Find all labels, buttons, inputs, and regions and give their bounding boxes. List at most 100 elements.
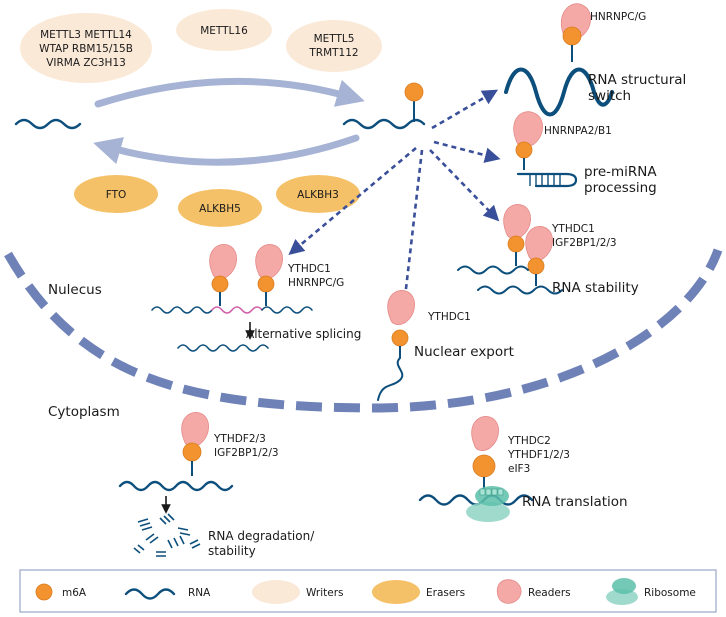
reader-hnrnpc-splice	[255, 244, 283, 280]
readers-structural: HNRNPC/G	[590, 11, 646, 23]
rna-structural	[504, 67, 614, 117]
legend-ribosome-label: Ribosome	[644, 587, 696, 599]
legend-readers-icon	[496, 579, 522, 604]
readers-stab-1: YTHDC1	[551, 223, 595, 235]
legend-writers-label: Writers	[306, 587, 344, 599]
erasing-arrow	[93, 134, 360, 166]
label-deg-2: stability	[208, 544, 256, 558]
nuclear-membrane	[4, 248, 723, 413]
label-mirna-2: processing	[584, 180, 657, 196]
readers-deg-2: IGF2BP1/2/3	[214, 447, 279, 459]
reader-hnrnpa2	[513, 111, 543, 148]
legend-erasers-icon	[372, 580, 420, 604]
arrow-to-export	[397, 149, 424, 311]
m6a-splice-2	[257, 275, 275, 293]
legend-readers-label: Readers	[528, 587, 571, 599]
label-stability: RNA stability	[552, 280, 639, 296]
outcome-mirna-processing: HNRNPA2/B1 pre-miRNA processing	[513, 111, 657, 196]
m6a-deg	[182, 442, 202, 462]
legend-rna-icon	[124, 588, 176, 600]
eraser-label-fto: FTO	[106, 189, 127, 201]
label-deg-1: RNA degradation/	[208, 529, 315, 543]
pathway-arrows	[288, 89, 501, 311]
arrow-to-stability	[429, 149, 500, 222]
outcome-rna-stability: YTHDC1 IGF2BP1/2/3 RNA stability	[457, 204, 639, 296]
readers-deg-1: YTHDF2/3	[213, 433, 266, 445]
writers-group: METTL3 METTL14 WTAP RBM15/15B VIRMA ZC3H…	[20, 9, 382, 83]
readers-trans-3: eIF3	[508, 463, 530, 475]
erasers-group: FTO ALKBH5 ALKBH3	[74, 175, 360, 227]
label-splicing: Alternative splicing	[246, 327, 361, 341]
ribosome-icon	[466, 486, 510, 522]
arrow-to-mirna	[433, 140, 501, 163]
eraser-label-alkbh5: ALKBH5	[199, 203, 241, 215]
writer-label-1c: VIRMA ZC3H13	[46, 57, 126, 69]
label-export: Nuclear export	[414, 344, 514, 360]
readers-stab-2: IGF2BP1/2/3	[552, 237, 617, 249]
rna-spliced	[177, 344, 269, 352]
readers-trans-2: YTHDF1/2/3	[507, 449, 570, 461]
label-translation: RNA translation	[522, 494, 628, 510]
modified-rna	[342, 118, 426, 130]
eraser-ellipse-fto	[74, 175, 158, 213]
unmodified-rna	[14, 118, 82, 130]
rna-hairpin	[516, 172, 578, 188]
reader-ythdc1-stab	[503, 204, 531, 240]
hairpin-base-pairs	[529, 174, 561, 186]
m6a-site	[404, 82, 424, 102]
outcome-nuclear-export: YTHDC1 Nuclear export	[377, 290, 514, 401]
legend-erasers-label: Erasers	[426, 587, 465, 599]
rna-intron	[211, 306, 263, 314]
outcome-rna-degradation: YTHDF2/3 IGF2BP1/2/3 RNA degradation/ st…	[118, 412, 315, 558]
writer-ellipse-3	[286, 20, 382, 72]
legend-rna-label: RNA	[188, 587, 211, 599]
rna-export	[377, 357, 404, 401]
readers-trans-1: YTHDC2	[507, 435, 551, 447]
rna-stab-1	[457, 265, 529, 275]
m6a-trans	[472, 454, 496, 478]
reader-ythdc2-trans	[471, 416, 499, 452]
outcome-rna-translation: YTHDC2 YTHDF1/2/3 eIF3 RNA translation	[418, 416, 628, 522]
writer-label-1b: WTAP RBM15/15B	[39, 43, 133, 55]
arrow-to-structural	[431, 89, 499, 130]
legend: m6A RNA Writers Erasers Readers Ribosome	[19, 569, 717, 613]
eraser-ellipse-alkbh3	[276, 175, 360, 213]
legend-ribosome-icon	[606, 578, 638, 605]
writer-ellipse-1	[20, 13, 152, 83]
reader-ythdf2-deg	[181, 412, 209, 448]
label-structural-1: RNA structural	[588, 72, 686, 88]
writer-label-3a: METTL5	[314, 33, 355, 45]
readers-export: YTHDC1	[427, 311, 471, 323]
legend-m6a-icon	[35, 583, 53, 601]
m6a-splice-1	[211, 275, 229, 293]
outcome-alternative-splicing: YTHDC1 HNRNPC/G Alternative splicing	[151, 244, 361, 352]
rna-exon-2	[261, 306, 313, 314]
label-structural-2: switch	[588, 88, 631, 104]
m6a-structural	[562, 26, 582, 46]
reader-ythdc1-export	[387, 290, 415, 326]
writer-label-3b: TRMT112	[308, 47, 358, 59]
writer-label-2: METTL16	[200, 25, 248, 37]
writer-ellipse-2	[176, 9, 272, 51]
legend-writers-icon	[252, 580, 300, 604]
reader-igf2bp-stab	[525, 226, 553, 262]
m6a-export	[391, 329, 409, 347]
modification-cycle	[14, 77, 426, 166]
label-mirna-1: pre-miRNA	[584, 164, 657, 180]
readers-splice-2: HNRNPC/G	[288, 277, 344, 289]
rna-deg	[118, 480, 234, 492]
eraser-label-alkbh3: ALKBH3	[297, 189, 339, 201]
m6a-mirna	[515, 141, 533, 159]
readers-mirna: HNRNPA2/B1	[544, 125, 612, 137]
reader-ythdc1-splice	[209, 244, 237, 280]
readers-splice-1: YTHDC1	[287, 263, 331, 275]
label-nucleus: Nulecus	[48, 282, 102, 298]
writing-arrow	[94, 77, 365, 108]
rna-fragments	[133, 513, 201, 557]
label-cytoplasm: Cytoplasm	[48, 404, 120, 420]
legend-m6a-label: m6A	[62, 587, 87, 599]
eraser-ellipse-alkbh5	[178, 189, 262, 227]
rna-exon-1	[151, 306, 213, 314]
m6a-stab-1	[507, 235, 525, 253]
